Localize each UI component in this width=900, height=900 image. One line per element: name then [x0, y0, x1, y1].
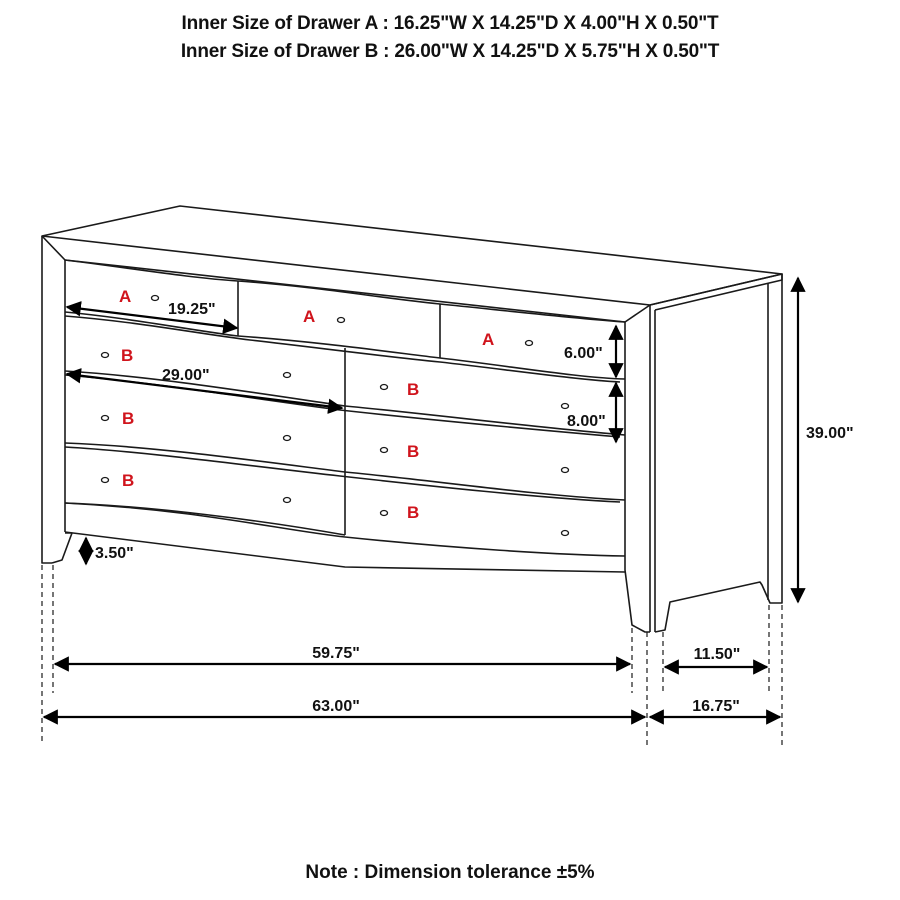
drawer-b-height-label: 8.00" — [567, 413, 606, 430]
knob-icon — [100, 351, 110, 359]
drawer-dimension-arrows: 19.25" 29.00" 6.00" 8.00" 3.50" — [65, 301, 624, 566]
drawer-b-width-label: 29.00" — [162, 367, 210, 384]
knob-icon — [379, 509, 389, 517]
bottom-apron — [64, 502, 626, 573]
overall-width-label: 63.00" — [312, 698, 360, 715]
drawer-knobs — [100, 294, 570, 537]
knob-icon — [560, 402, 570, 410]
width-depth-dimensions: 59.75" 11.50" 63.00" 16.75" — [42, 645, 782, 725]
dresser-top — [41, 205, 783, 323]
drawer-a-spec: Inner Size of Drawer A : 16.25"W X 14.25… — [181, 13, 719, 34]
overall-depth-label: 16.75" — [692, 698, 740, 715]
knob-icon — [282, 371, 292, 379]
extension-lines — [41, 565, 783, 745]
knob-icon — [560, 529, 570, 537]
drawer-label-b3: B — [122, 409, 134, 428]
knob-icon — [336, 316, 346, 324]
drawer-specs-header: Inner Size of Drawer A : 16.25"W X 14.25… — [0, 10, 900, 66]
tolerance-note: Note : Dimension tolerance ±5% — [305, 862, 595, 883]
drawer-label-a2: A — [303, 307, 315, 326]
inner-depth-label: 11.50" — [694, 646, 741, 663]
side-panel — [654, 274, 783, 633]
drawer-a-height-label: 6.00" — [564, 345, 603, 362]
total-height-dimension: 39.00" — [790, 276, 854, 604]
right-front-post — [624, 305, 656, 633]
knob-icon — [282, 496, 292, 504]
knob-icon — [150, 294, 160, 302]
knob-icon — [560, 466, 570, 474]
leg-clearance-label: 3.50" — [95, 545, 134, 562]
drawer-b-spec: Inner Size of Drawer B : 26.00"W X 14.25… — [180, 41, 720, 62]
inner-width-label: 59.75" — [312, 645, 360, 662]
knob-icon — [100, 414, 110, 422]
knob-icon — [379, 446, 389, 454]
drawer-fronts — [64, 259, 626, 536]
drawer-a-width-label: 19.25" — [168, 301, 216, 318]
total-height-label: 39.00" — [806, 425, 854, 442]
drawer-label-b6: B — [407, 503, 419, 522]
knob-icon — [524, 339, 534, 347]
drawer-label-a1: A — [119, 287, 131, 306]
drawer-label-b4: B — [407, 442, 419, 461]
drawer-label-b2: B — [407, 380, 419, 399]
drawer-label-b5: B — [122, 471, 134, 490]
drawer-label-b1: B — [121, 346, 133, 365]
drawer-label-a3: A — [482, 330, 494, 349]
knob-icon — [282, 434, 292, 442]
knob-icon — [379, 383, 389, 391]
knob-icon — [100, 476, 110, 484]
drawer-labels: A A A B B B B B B — [119, 287, 494, 522]
left-front-post — [41, 236, 73, 564]
